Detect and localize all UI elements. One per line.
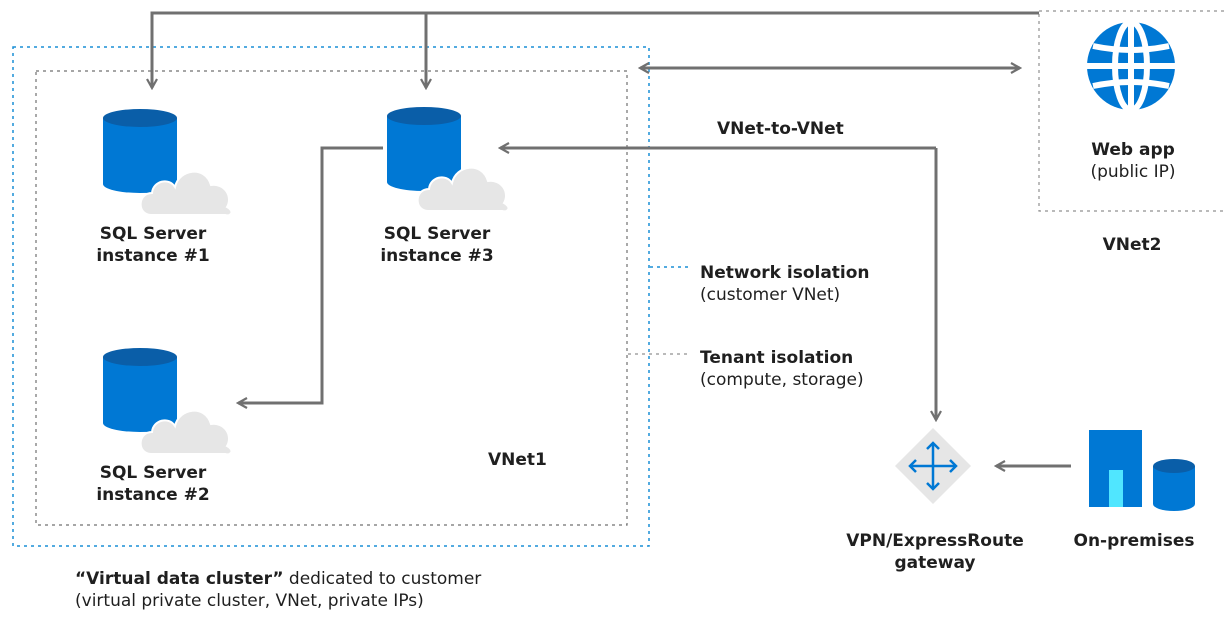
cluster-caption-line2: (virtual private cluster, VNet, private … (75, 591, 424, 611)
webapp-label: Web app (public IP) (1090, 139, 1175, 183)
webapp-to-instance1-arrow (152, 11, 1039, 88)
instance2-subtitle: instance #2 (96, 485, 210, 505)
instance3-subtitle: instance #3 (380, 246, 494, 266)
vnet1-boundary (35, 70, 628, 526)
tenant-isolation-subtitle: (compute, storage) (700, 370, 864, 390)
tenant-isolation-label: Tenant isolation (compute, storage) (700, 347, 864, 391)
vnet2-boundary (1038, 10, 1225, 212)
onprem-database-icon (1153, 459, 1195, 511)
webapp-subtitle: (public IP) (1090, 162, 1176, 182)
network-isolation-subtitle: (customer VNet) (700, 285, 841, 305)
cluster-caption-bold: “Virtual data cluster” (75, 569, 284, 589)
instance1-title: SQL Server (99, 224, 207, 244)
instance1-icon-group (103, 109, 233, 217)
instance2-icon-group (103, 348, 233, 456)
webapp-title: Web app (1091, 140, 1175, 160)
network-isolation-label: Network isolation (customer VNet) (700, 262, 870, 306)
vnet-to-vnet-label: VNet-to-VNet (717, 119, 844, 139)
instance3-icon-group (387, 107, 510, 213)
instance1-subtitle: instance #1 (96, 246, 210, 266)
gateway-line1: VPN/ExpressRoute (846, 531, 1024, 551)
instance3-title: SQL Server (383, 224, 491, 244)
network-isolation-title: Network isolation (700, 263, 870, 283)
tenant-isolation-title: Tenant isolation (700, 348, 854, 368)
instance1-label: SQL Server instance #1 (96, 223, 209, 267)
building-icon (1089, 430, 1142, 507)
vnet1-label: VNet1 (488, 450, 547, 470)
cluster-caption-rest: dedicated to customer (283, 569, 482, 589)
instance3-to-instance2-arrow (238, 146, 383, 403)
instance2-label: SQL Server instance #2 (96, 462, 209, 506)
onprem-label: On-premises (1073, 531, 1195, 551)
gateway-label: VPN/ExpressRoute gateway (846, 530, 1023, 574)
instance2-title: SQL Server (99, 463, 207, 483)
virtual-data-cluster-boundary (12, 46, 650, 547)
gateway-icon (895, 428, 971, 504)
instance3-label: SQL Server instance #3 (380, 223, 493, 267)
gateway-line2: gateway (894, 553, 976, 573)
cluster-caption-line1: “Virtual data cluster” dedicated to cust… (75, 568, 481, 590)
database-icon (387, 107, 461, 191)
globe-icon (1087, 19, 1175, 113)
vnet2-label: VNet2 (1102, 235, 1162, 255)
cluster-caption: “Virtual data cluster” dedicated to cust… (75, 568, 481, 612)
